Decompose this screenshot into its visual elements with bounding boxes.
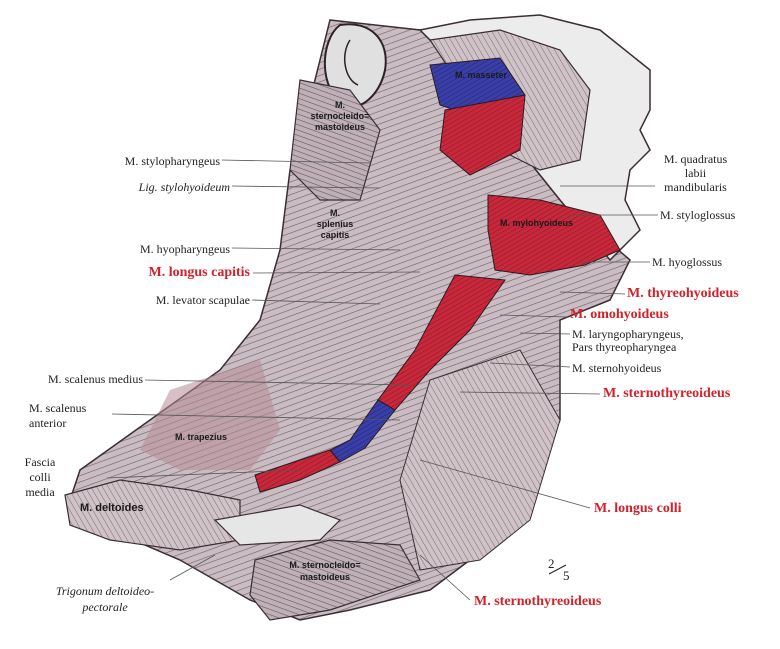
label-stylopharyngeus: M. stylopharyngeus	[124, 154, 220, 168]
inline-scm-top-3: mastoideus	[314, 122, 365, 132]
inline-scm-bottom-1: M. sternocleido=	[289, 560, 361, 570]
inline-splenius-3: capitis	[320, 230, 350, 240]
inline-deltoides: M. deltoides	[80, 502, 144, 514]
scale-numerator: 2	[548, 556, 555, 571]
label-fascia-3: media	[25, 485, 55, 499]
label-hyopharyngeus: M. hyopharyngeus	[140, 242, 230, 256]
label-fascia-2: colli	[29, 470, 51, 484]
inline-scm-bottom-2: mastoideus	[299, 572, 350, 582]
label-trigonum-2: pectorale	[82, 600, 128, 614]
scm-upper	[289, 79, 381, 201]
clavicle	[213, 504, 342, 546]
label-trigonum-1: Trigonum deltoideo-	[55, 584, 155, 598]
ear	[323, 23, 387, 108]
inline-scm-top-1: M.	[335, 100, 345, 110]
scale-denominator: 5	[563, 568, 570, 583]
label-laryngopharyngeus-1: M. laryngopharyngeus,	[572, 327, 684, 341]
label-longus-colli: M. longus colli	[594, 501, 682, 516]
label-quadratus-2: labii	[684, 166, 707, 180]
label-laryngopharyngeus-2: Pars thyreopharyngea	[572, 340, 677, 354]
omohyoideus-lower	[254, 449, 341, 493]
inline-mylohyoideus: M. mylohyoideus	[500, 218, 574, 228]
scale-fraction-bar	[548, 564, 567, 575]
label-fascia-1: Fascia	[24, 455, 56, 469]
strap-muscles	[399, 349, 561, 571]
label-sternothyreoideus-2: M. sternothyreoideus	[474, 594, 602, 609]
leader-lines	[106, 159, 658, 601]
label-omohyoideus: M. omohyoideus	[570, 307, 669, 322]
label-scalenus-anterior-1: M. scalenus	[29, 401, 87, 415]
label-scalenus-anterior-2: anterior	[29, 416, 67, 430]
label-quadratus-3: mandibularis	[664, 180, 727, 194]
label-lig-stylohyoideum: Lig. stylohyoideum	[138, 180, 230, 194]
inline-scm-top-2: sternocleido=	[310, 111, 370, 121]
inline-splenius-2: splenius	[316, 219, 354, 229]
label-hyoglossus: M. hyoglossus	[652, 255, 723, 269]
omohyoideus-upper	[377, 274, 506, 411]
label-styloglossus: M. styloglossus	[660, 208, 736, 222]
label-thyreohyoideus: M. thyreohyoideus	[627, 286, 739, 301]
masseter-red	[439, 94, 526, 176]
label-longus-capitis: M. longus capitis	[148, 265, 250, 280]
trapezius-area	[140, 360, 280, 470]
inline-splenius-1: M.	[330, 208, 340, 218]
label-sternothyreoideus: M. sternothyreoideus	[603, 386, 731, 401]
label-quadratus-1: M. quadratus	[663, 152, 728, 166]
inline-masseter: M. masseter	[455, 70, 508, 80]
label-scalenus-medius: M. scalenus medius	[48, 372, 143, 386]
label-sternohyoideus: M. sternohyoideus	[572, 361, 662, 375]
scm-lower	[249, 539, 421, 621]
inline-trapezius: M. trapezius	[175, 432, 228, 442]
label-levator-scapulae: M. levator scapulae	[155, 293, 250, 307]
